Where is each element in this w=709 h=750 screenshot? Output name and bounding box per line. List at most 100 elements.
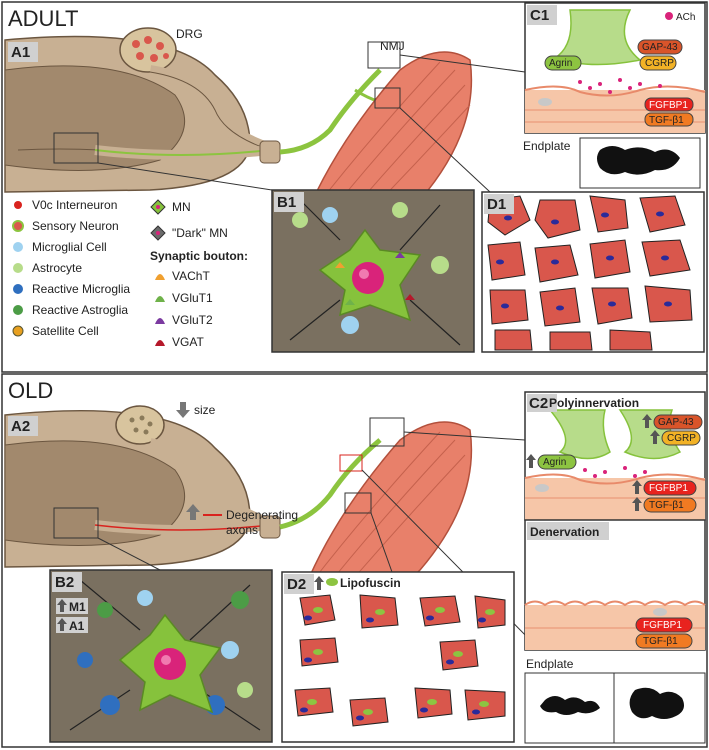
c1-agrin-pill (544, 55, 582, 71)
legend-mn: MN (172, 200, 191, 214)
panel-b1 (271, 189, 475, 353)
den-fgfbp1-label: FGFBP1 (643, 620, 682, 631)
c2-cgrp-up-arrow (650, 430, 660, 444)
denervation-label: Denervation (530, 525, 599, 539)
legend-cell-4: Reactive Microglia (32, 282, 130, 296)
c2-gap43-pill (653, 414, 703, 430)
c2-tgfb1-pill (643, 497, 697, 513)
panel-c1-label: C1 (530, 7, 549, 24)
c2-agrin-label: Agrin (543, 457, 566, 468)
old-title: OLD (8, 378, 53, 403)
c2-tgfb1-label: TGF-β1 (649, 500, 684, 511)
c2-endplate-shape-left (540, 696, 600, 715)
c2-fgfbp1-up-arrow (632, 480, 642, 494)
m1-up-arrow (57, 599, 67, 612)
adult-fiber-box (374, 87, 401, 109)
adult-legend: V0c Interneuron Sensory Neuron Microglia… (12, 198, 248, 349)
old-muscle (299, 421, 473, 619)
c1-gap43-pill (637, 39, 683, 55)
lipofuscin-label: Lipofuscin (340, 576, 401, 590)
c1-endplate-shape (597, 146, 680, 175)
panel-d1 (481, 191, 705, 353)
old-fiber-box (344, 492, 372, 514)
panel-d2-label: D2 (287, 576, 306, 593)
panel-d2-label-bg (284, 574, 314, 594)
legend-bouton-3: VGAT (172, 335, 204, 349)
panel-b1-label: B1 (277, 194, 296, 211)
legend-cell-3: Astrocyte (32, 261, 82, 275)
legend-cell-1: Sensory Neuron (32, 219, 119, 233)
legend-bouton-1: VGluT1 (172, 291, 213, 305)
c2-fgfbp1-pill (643, 480, 697, 496)
legend-bouton-title: Synaptic bouton: (150, 249, 248, 263)
lipofuscin-up-arrow (314, 576, 324, 590)
c2-cgrp-pill (661, 430, 701, 446)
a1-up-arrow (57, 618, 67, 631)
c2-gap43-label: GAP-43 (658, 417, 694, 428)
adult-drg (119, 27, 177, 73)
legend-dark-mn: "Dark" MN (172, 226, 228, 240)
legend-bouton-0: VAChT (172, 269, 210, 283)
adult-connectors (97, 54, 526, 193)
panel-b2-label-bg (52, 572, 82, 592)
m1-label: M1 (69, 600, 86, 614)
ach-dot (665, 12, 673, 20)
c1-fgfbp1-label: FGFBP1 (649, 100, 688, 111)
c2-tgfb1-up-arrow (632, 497, 642, 511)
legend-cell-5: Reactive Astroglia (32, 303, 128, 317)
c1-endplate-label: Endplate (523, 139, 571, 153)
c2-agrin-pill (537, 454, 577, 470)
adult-title: ADULT (8, 6, 79, 31)
c2-endplate-label: Endplate (526, 657, 574, 671)
c2-endplate-shape-right (629, 687, 684, 719)
panel-b1-label-bg (274, 192, 304, 212)
size-label: size (194, 403, 216, 417)
legend-bouton-2: VGluT2 (172, 313, 213, 327)
degenerating-label-2: axons (226, 523, 258, 537)
den-fgfbp1-pill (635, 617, 693, 633)
denervation-label-bg (527, 522, 609, 540)
polyinnervation-label: Polyinnervation (549, 396, 639, 410)
ach-label: ACh (676, 12, 695, 23)
old-nmj-box-2 (339, 454, 363, 472)
den-tgfb1-pill (635, 633, 693, 649)
c1-gap43-label: GAP-43 (642, 42, 678, 53)
size-down-arrow (176, 402, 190, 418)
c2-fgfbp1-label: FGFBP1 (649, 483, 688, 494)
c1-cgrp-label: CGRP (645, 58, 674, 69)
old-mn-box (53, 507, 99, 539)
c1-agrin-label: Agrin (549, 58, 572, 69)
c2-cgrp-label: CGRP (667, 433, 696, 444)
c1-fgfbp1-pill (644, 97, 694, 112)
degenerating-up-arrow (186, 504, 200, 520)
lipofuscin-swatch (326, 578, 338, 586)
c1-tgfb1-label: TGF-β1 (649, 115, 684, 126)
panel-c2-label: C2 (529, 395, 548, 412)
degenerating-label-1: Degenerating (226, 508, 298, 522)
legend-cell-0: V0c Interneuron (32, 198, 117, 212)
adult-nerve-roots (94, 65, 391, 164)
panel-a1-label: A1 (11, 44, 30, 61)
a1-label: A1 (69, 619, 85, 633)
c2-agrin-up-arrow (526, 454, 536, 468)
nmj-label: NMJ (380, 39, 405, 53)
panel-d1-label: D1 (487, 196, 506, 213)
c2-gap43-up-arrow (642, 414, 652, 428)
c1-cgrp-pill (639, 55, 677, 71)
old-nerve-roots (94, 438, 382, 539)
drg-label: DRG (176, 27, 203, 41)
adult-mn-box (53, 132, 99, 164)
panel-c2-label-bg (527, 394, 557, 412)
panel-a1-label-bg (8, 42, 38, 62)
old-drg (115, 405, 165, 445)
panel-a2-label-bg (8, 416, 38, 436)
legend-cell-6: Satellite Cell (32, 324, 99, 338)
panel-d1-label-bg (484, 194, 514, 214)
panel-d2 (281, 571, 515, 743)
legend-cell-2: Microglial Cell (32, 240, 107, 254)
panel-b2-label: B2 (55, 574, 74, 591)
panel-b2 (49, 569, 273, 743)
den-tgfb1-label: TGF-β1 (643, 636, 678, 647)
